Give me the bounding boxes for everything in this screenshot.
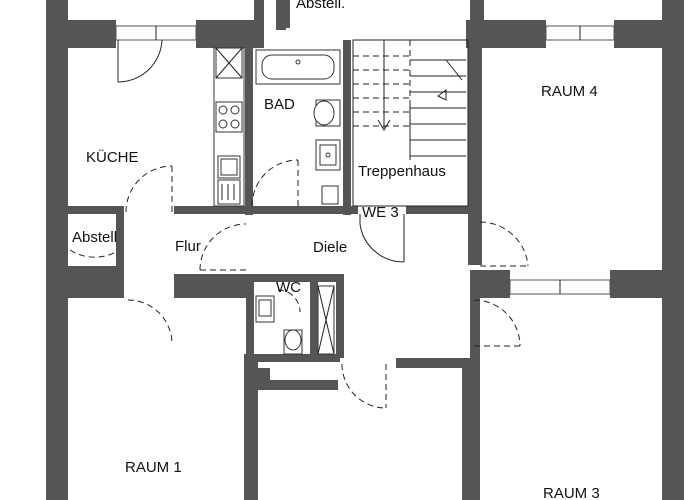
- interior-walls: [68, 0, 684, 500]
- outer-walls: [46, 0, 684, 500]
- label-bad: BAD: [264, 96, 295, 113]
- room-labels: Abstell. BAD RAUM 4 KÜCHE Treppenhaus WE…: [72, 0, 600, 500]
- label-abstell: Abstell: [72, 229, 117, 246]
- label-raum4: RAUM 4: [541, 83, 598, 100]
- label-treppenhaus: Treppenhaus: [358, 163, 446, 180]
- label-flur: Flur: [175, 238, 201, 255]
- staircase: [352, 39, 469, 207]
- windows: [115, 25, 615, 295]
- label-abstell-top: Abstell.: [296, 0, 345, 12]
- label-wc: WC: [276, 279, 301, 296]
- wc-fixtures: [255, 285, 335, 355]
- label-raum3: RAUM 3: [543, 485, 600, 500]
- label-raum1: RAUM 1: [125, 459, 182, 476]
- door-swings: [69, 39, 529, 409]
- label-we3: WE 3: [362, 204, 399, 221]
- label-kueche: KÜCHE: [86, 148, 139, 166]
- bath-fixtures: [255, 49, 341, 205]
- kitchen-fixtures: [213, 47, 245, 207]
- label-diele: Diele: [313, 239, 347, 256]
